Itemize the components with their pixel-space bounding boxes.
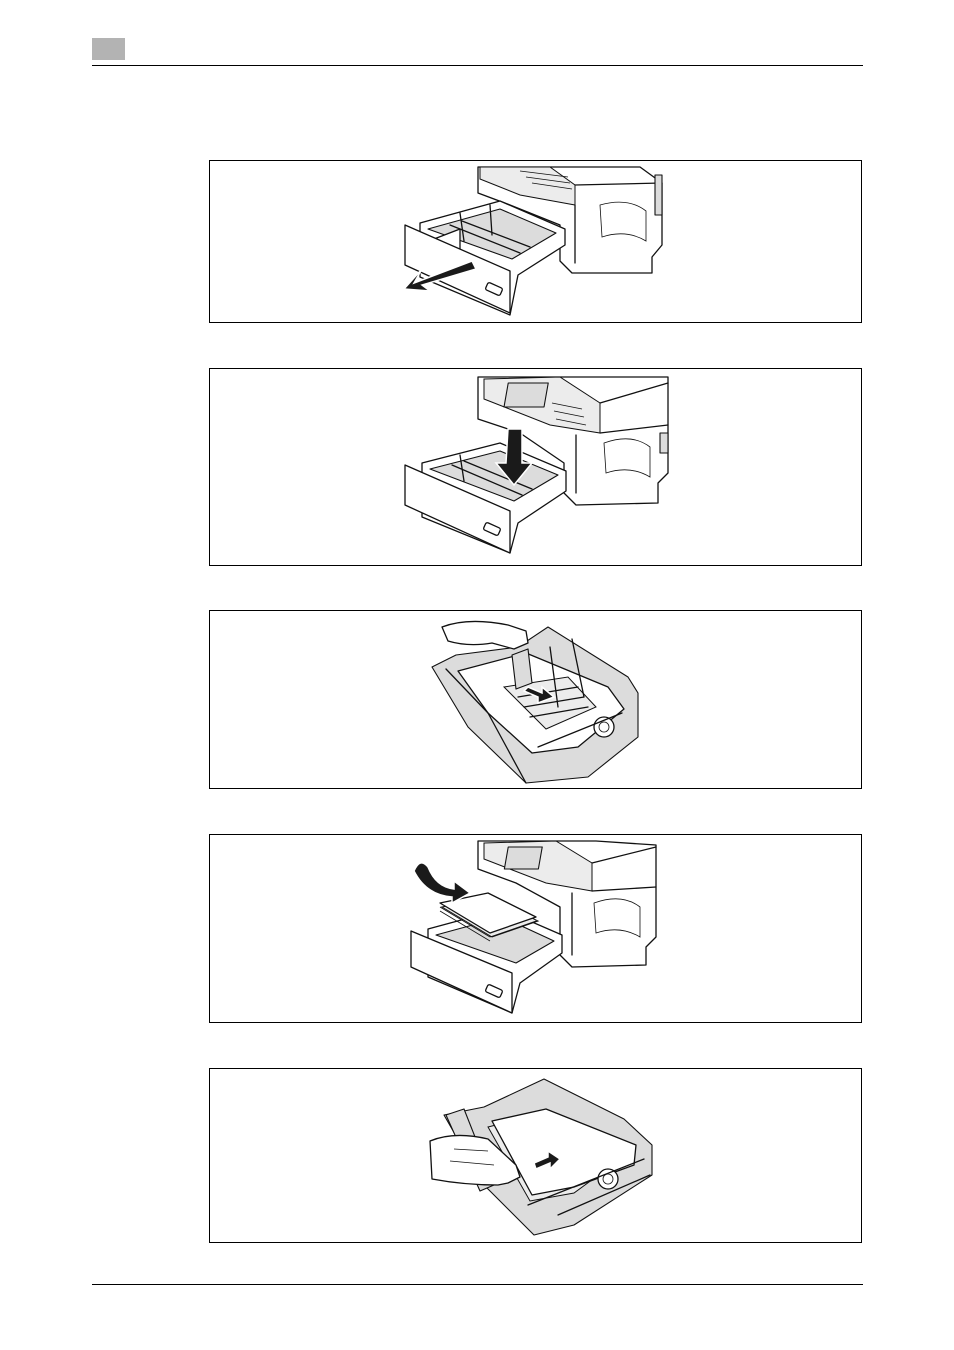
- illustration-slide-guide: [428, 617, 648, 785]
- footer-rule: [92, 1284, 863, 1285]
- header-rule: [92, 65, 863, 66]
- figure-slide-guide: [209, 610, 862, 789]
- illustration-load-paper: [406, 837, 666, 1019]
- chapter-marker: [92, 38, 125, 60]
- illustration-adjust-guide: [424, 1075, 654, 1237]
- figure-press-plate: [209, 368, 862, 566]
- figure-pull-out-tray: [209, 160, 862, 323]
- figure-load-paper: [209, 834, 862, 1023]
- figure-adjust-guide: [209, 1068, 862, 1243]
- illustration-press-plate: [400, 373, 680, 563]
- illustration-pull-out-tray: [400, 165, 680, 320]
